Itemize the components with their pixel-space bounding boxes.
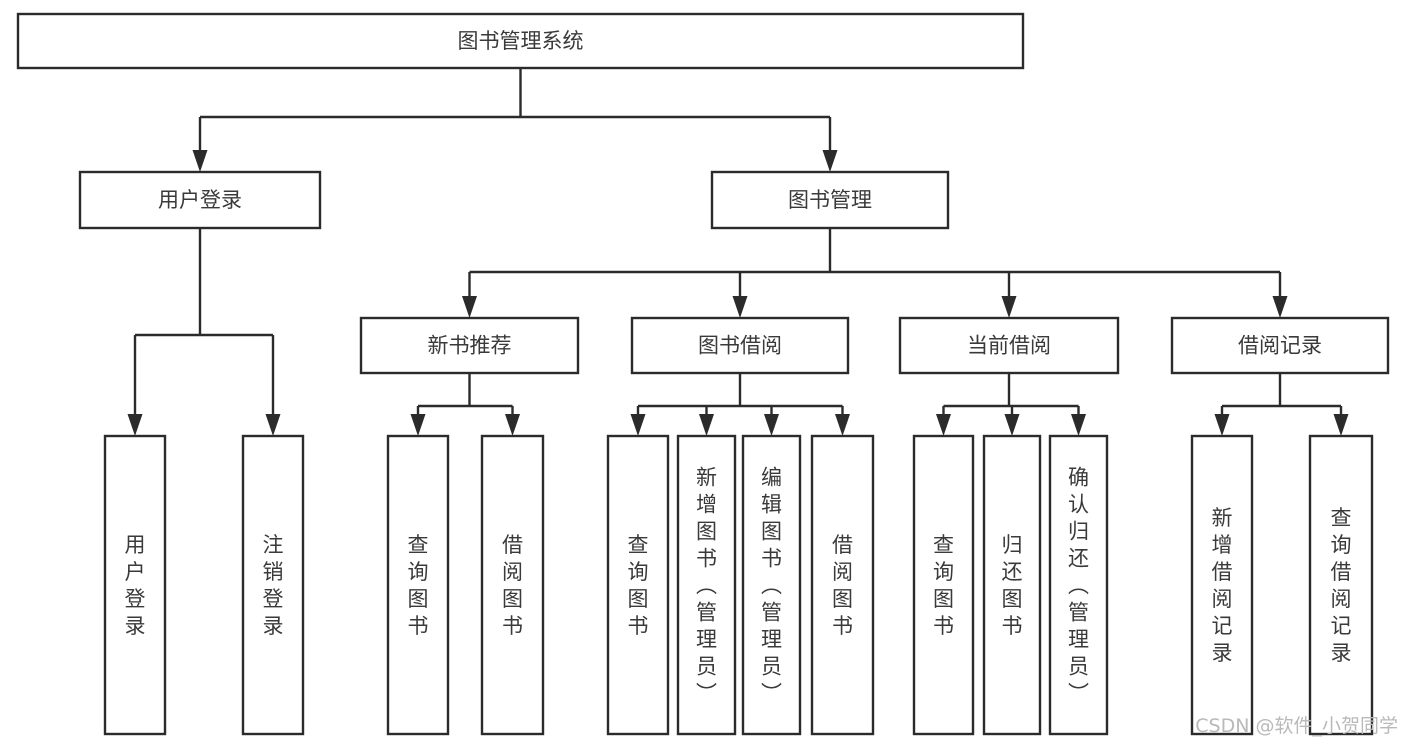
node-leaf-edit-book[interactable]: 编辑图书︵管理员︶ — [741, 434, 802, 736]
node-box[interactable] — [710, 170, 950, 230]
node-label: 查询图书 — [408, 533, 429, 638]
node-leaf-borrow-book-1[interactable]: 借阅图书 — [480, 434, 545, 736]
node-box[interactable] — [912, 434, 975, 736]
node-current-borrow[interactable]: 当前借阅 — [898, 316, 1120, 375]
arrow-head-icon — [699, 414, 714, 436]
arrow-head-icon — [630, 414, 646, 436]
edge-group-book-manage — [462, 228, 1288, 318]
node-leaf-user-login[interactable]: 用户登录 — [103, 434, 167, 736]
edge-group-book-borrow — [630, 373, 850, 436]
node-box[interactable] — [359, 316, 580, 375]
node-label: 借阅图书 — [832, 533, 853, 638]
node-box[interactable] — [1048, 434, 1109, 736]
node-user-login[interactable]: 用户登录 — [78, 170, 322, 230]
arrow-head-icon — [1214, 414, 1230, 436]
arrow-head-icon — [1071, 414, 1086, 436]
arrow-head-icon — [505, 414, 520, 436]
node-label: 注销登录 — [263, 533, 284, 638]
node-box[interactable] — [741, 434, 802, 736]
node-label: 图书管理 — [788, 188, 872, 212]
node-box[interactable] — [810, 434, 875, 736]
node-box[interactable] — [386, 434, 450, 736]
node-leaf-add-record[interactable]: 新增借阅记录 — [1190, 434, 1254, 736]
node-new-book-rec[interactable]: 新书推荐 — [359, 316, 580, 375]
arrow-head-icon — [192, 150, 208, 172]
node-leaf-add-book[interactable]: 新增图书︵管理员︶ — [676, 434, 737, 736]
node-box[interactable] — [898, 316, 1120, 375]
node-label: 编辑图书︵管理员︶ — [761, 466, 782, 706]
node-label: 当前借阅 — [967, 334, 1051, 358]
node-label: 用户登录 — [158, 188, 242, 212]
node-leaf-borrow-book-2[interactable]: 借阅图书 — [810, 434, 875, 736]
node-layer: 图书管理系统用户登录图书管理新书推荐图书借阅当前借阅借阅记录用户登录注销登录查询… — [16, 12, 1390, 736]
node-label: 新增图书︵管理员︶ — [696, 466, 717, 706]
node-label: 图书管理系统 — [458, 29, 584, 53]
node-borrow-record[interactable]: 借阅记录 — [1170, 316, 1390, 375]
csdn-watermark: CSDN @软件_小贺同学 — [1195, 715, 1398, 737]
arrow-head-icon — [1333, 414, 1349, 436]
edge-group-root — [192, 68, 838, 172]
node-box[interactable] — [982, 434, 1042, 736]
node-box[interactable] — [676, 434, 737, 736]
arrow-head-icon — [936, 414, 951, 436]
node-box[interactable] — [16, 12, 1025, 70]
node-label: 借阅记录 — [1238, 334, 1322, 358]
arrow-head-icon — [732, 296, 748, 318]
edge-group-borrow-record — [1214, 373, 1349, 436]
node-box[interactable] — [241, 434, 305, 736]
node-book-borrow[interactable]: 图书借阅 — [630, 316, 850, 375]
node-leaf-user-logout[interactable]: 注销登录 — [241, 434, 305, 736]
node-label: 用户登录 — [125, 533, 146, 638]
node-leaf-confirm-return[interactable]: 确认归还︵管理员︶ — [1048, 434, 1109, 736]
node-label: 查询图书 — [628, 533, 649, 638]
edge-group-new-book-rec — [410, 373, 520, 436]
node-label: 新增借阅记录 — [1212, 506, 1233, 665]
node-leaf-query-book-2[interactable]: 查询图书 — [606, 434, 670, 736]
arrow-head-icon — [410, 414, 426, 436]
arrow-head-icon — [1272, 296, 1288, 318]
node-root[interactable]: 图书管理系统 — [16, 12, 1025, 70]
node-box[interactable] — [1170, 316, 1390, 375]
node-label: 新书推荐 — [428, 334, 512, 358]
node-box[interactable] — [1308, 434, 1374, 736]
node-box[interactable] — [78, 170, 322, 230]
arrow-head-icon — [835, 414, 850, 436]
node-leaf-query-record[interactable]: 查询借阅记录 — [1308, 434, 1374, 736]
node-label: 查询图书 — [933, 533, 954, 638]
node-box[interactable] — [103, 434, 167, 736]
node-label: 图书借阅 — [698, 334, 782, 358]
node-box[interactable] — [606, 434, 670, 736]
node-leaf-return-book[interactable]: 归还图书 — [982, 434, 1042, 736]
node-leaf-query-book-3[interactable]: 查询图书 — [912, 434, 975, 736]
node-label: 借阅图书 — [502, 533, 523, 638]
arrow-head-icon — [1001, 296, 1017, 318]
node-box[interactable] — [480, 434, 545, 736]
node-book-manage[interactable]: 图书管理 — [710, 170, 950, 230]
arrow-head-icon — [127, 414, 143, 436]
arrow-head-icon — [462, 296, 477, 318]
node-box[interactable] — [1190, 434, 1254, 736]
arrow-head-icon — [265, 414, 281, 436]
edge-group-current-borrow — [936, 373, 1086, 436]
arrow-head-icon — [1004, 414, 1020, 436]
arrow-head-icon — [764, 414, 779, 436]
edge-group-user-login — [127, 228, 281, 436]
connector-layer — [127, 68, 1349, 436]
arrow-head-icon — [822, 150, 838, 172]
node-label: 查询借阅记录 — [1331, 506, 1352, 665]
node-box[interactable] — [630, 316, 850, 375]
node-leaf-query-book-1[interactable]: 查询图书 — [386, 434, 450, 736]
node-label: 归还图书 — [1002, 533, 1023, 638]
node-label: 确认归还︵管理员︶ — [1068, 466, 1089, 706]
